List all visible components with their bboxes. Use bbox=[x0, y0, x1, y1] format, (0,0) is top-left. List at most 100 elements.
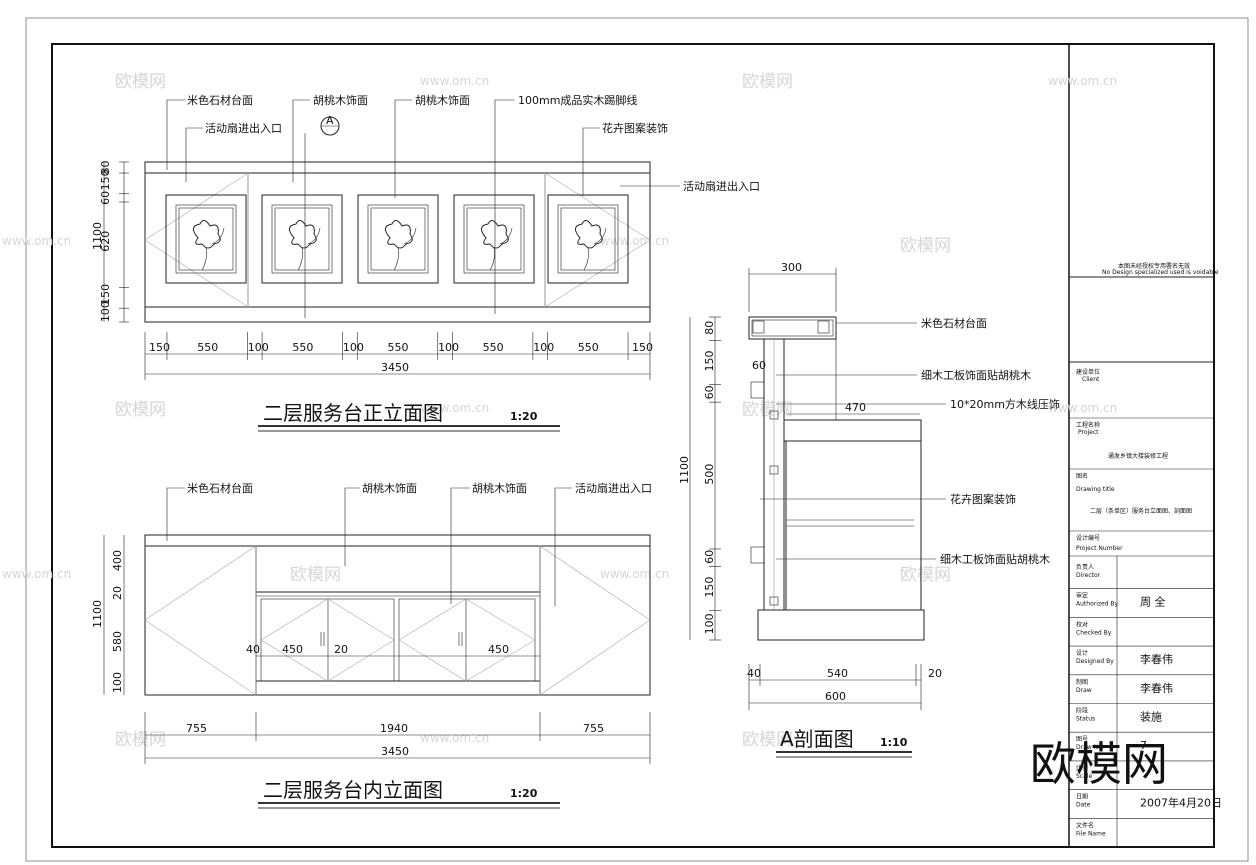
front-label-walnut: 胡桃木饰面 bbox=[313, 93, 368, 107]
tb-row-en: Status bbox=[1076, 716, 1095, 723]
tb-project-value: 通发乡镇大楼装修工程 bbox=[1108, 452, 1168, 460]
tb-row-value: 7 bbox=[1140, 739, 1147, 752]
leader-line bbox=[554, 487, 572, 606]
inner-label-gate: 活动扇进出入口 bbox=[575, 481, 652, 495]
section-desk-top bbox=[783, 419, 922, 442]
inner-dim: 40 bbox=[246, 643, 260, 656]
front-h-dim: 100 bbox=[533, 341, 554, 354]
panel-inner bbox=[274, 207, 330, 271]
watermark-url: www.om.cn bbox=[600, 567, 669, 581]
tb-drawing-en: Drawing title bbox=[1076, 486, 1115, 493]
watermark-url: www.om.cn bbox=[420, 401, 489, 415]
watermark-url: www.om.cn bbox=[1048, 401, 1117, 415]
section-dim: 470 bbox=[845, 401, 866, 414]
front-height-dim: 1100 bbox=[91, 222, 104, 250]
tb-row-label: 阶段 bbox=[1076, 707, 1088, 715]
title-block: 本图未经授权专用署名无效 No Design specialized used … bbox=[1069, 262, 1222, 848]
inner-door-diagonal bbox=[398, 598, 536, 682]
section-v-dim: 150 bbox=[703, 577, 716, 598]
section-marker-label: A bbox=[326, 114, 334, 127]
panel-frame bbox=[357, 194, 439, 284]
tb-number-en: Project Number bbox=[1076, 545, 1123, 552]
front-title: 二层服务台正立面图 bbox=[263, 401, 443, 425]
section-bottom-total: 600 bbox=[825, 690, 846, 703]
flower-stem-icon bbox=[583, 227, 607, 271]
watermark-url: www.om.cn bbox=[2, 567, 71, 581]
inner-dim: 450 bbox=[282, 643, 303, 656]
section-v-dim: 100 bbox=[703, 613, 716, 634]
section-bottom-dim: 40 bbox=[747, 667, 761, 680]
inner-total-dim: 3450 bbox=[381, 745, 409, 758]
panel-inner bbox=[370, 207, 426, 271]
front-v-dim: 80 bbox=[99, 161, 112, 175]
inner-height-dim: 1100 bbox=[91, 600, 104, 628]
watermark-text: 欧模网 bbox=[742, 730, 793, 750]
leader-line bbox=[450, 487, 470, 604]
front-label-gate: 活动扇进出入口 bbox=[205, 121, 282, 135]
section-v-dim: 80 bbox=[703, 321, 716, 335]
tb-row-en: Scale bbox=[1076, 773, 1092, 780]
front-v-dim: 100 bbox=[99, 301, 112, 322]
inner-v-dim: 100 bbox=[111, 672, 124, 693]
watermark-text: 欧模网 bbox=[115, 730, 166, 750]
panel-inner bbox=[466, 207, 522, 271]
tb-drawing-value: 二层（条单区）服务台立面图、剖面图 bbox=[1090, 507, 1192, 515]
panel-frame bbox=[261, 194, 343, 284]
inner-h-dim: 1940 bbox=[380, 722, 408, 735]
front-label-walnut: 胡桃木饰面 bbox=[415, 93, 470, 107]
inner-label-countertop: 米色石材台面 bbox=[187, 481, 253, 495]
inner-h-dim: 755 bbox=[583, 722, 604, 735]
tb-row-label: 负责人 bbox=[1076, 563, 1094, 571]
flower-stem-icon bbox=[393, 227, 417, 271]
flower-panels bbox=[165, 194, 629, 284]
leader-line bbox=[166, 487, 185, 541]
front-h-dim: 550 bbox=[388, 341, 409, 354]
section-base bbox=[757, 609, 925, 641]
section-bottom-dim: 540 bbox=[827, 667, 848, 680]
inner-v-dim: 400 bbox=[111, 550, 124, 571]
tb-row-label: 图号 bbox=[1076, 736, 1088, 743]
flower-stem-icon bbox=[201, 227, 225, 271]
leader-line bbox=[582, 127, 600, 196]
front-elevation: 米色石材台面 活动扇进出入口 胡桃木饰面 胡桃木饰面 100mm成品实木踢脚线 … bbox=[91, 93, 760, 432]
front-h-dim: 550 bbox=[483, 341, 504, 354]
logo-watermark: 欧模网 bbox=[1030, 737, 1168, 791]
front-h-dim: 550 bbox=[292, 341, 313, 354]
inner-h-dim: 755 bbox=[186, 722, 207, 735]
tb-row-label: 比例 bbox=[1076, 764, 1088, 772]
front-h-dim: 100 bbox=[248, 341, 269, 354]
front-outline bbox=[144, 161, 651, 323]
section-label-board: 细木工板饰面贴胡桃木 bbox=[940, 552, 1050, 566]
panel-inset bbox=[367, 204, 429, 274]
panel-inset bbox=[557, 204, 619, 274]
section-label-flower: 花卉图案装饰 bbox=[950, 492, 1016, 506]
flower-stem-icon bbox=[489, 227, 513, 271]
front-v-dim: 150 bbox=[99, 169, 112, 190]
inner-outline bbox=[144, 534, 651, 696]
section-v-dim: 150 bbox=[703, 351, 716, 372]
leader-line bbox=[344, 487, 360, 566]
section-trim bbox=[750, 381, 765, 399]
front-right-gate-diagonal bbox=[544, 172, 651, 308]
inner-dim: 450 bbox=[488, 643, 509, 656]
tb-row-en: Draw No. bbox=[1076, 744, 1104, 751]
front-h-dim: 100 bbox=[438, 341, 459, 354]
section-block bbox=[817, 320, 830, 334]
front-h-dim: 150 bbox=[632, 341, 653, 354]
section-v-dim: 60 bbox=[703, 550, 716, 564]
inner-v-dim: 580 bbox=[111, 631, 124, 652]
section-countertop bbox=[748, 316, 837, 340]
watermark-url: www.om.cn bbox=[420, 731, 489, 745]
watermark-url: www.om.cn bbox=[1048, 74, 1117, 88]
tb-company-en: No Design specialized used is voidable bbox=[1102, 269, 1219, 276]
tb-row-label: 审定 bbox=[1076, 592, 1088, 600]
inner-title: 二层服务台内立面图 bbox=[263, 778, 443, 802]
inner-elevation: 米色石材台面 胡桃木饰面 胡桃木饰面 活动扇进出入口 40 450 20 450… bbox=[91, 481, 652, 809]
flower-stem-icon bbox=[297, 227, 321, 271]
tb-row-en: Authorized By bbox=[1076, 601, 1119, 608]
front-h-dim: 150 bbox=[149, 341, 170, 354]
watermark-text: 欧模网 bbox=[900, 565, 951, 585]
tb-client-label: 建设单位 bbox=[1076, 368, 1100, 376]
